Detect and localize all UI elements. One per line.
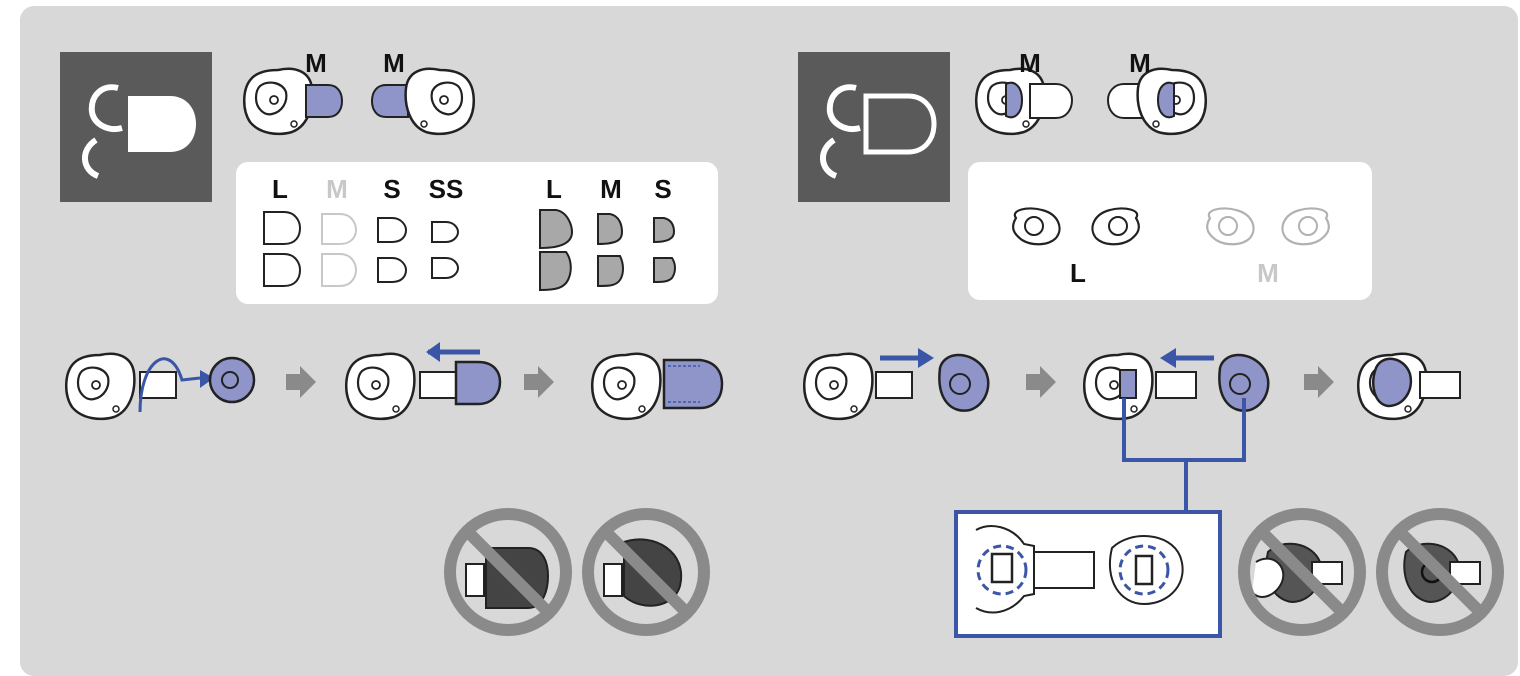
fin-alignment-detail [956, 512, 1220, 636]
size-label-foam-m: M [600, 174, 622, 204]
size-label-silicone-ss: SS [429, 174, 464, 204]
earbud-with-fin-icon [798, 52, 950, 202]
prohibited-icon [1244, 514, 1360, 630]
size-label-silicone-s: S [383, 174, 400, 204]
right-top-label-1: M [1019, 48, 1041, 78]
right-top-label-2: M [1129, 48, 1151, 78]
fin-size-label-l: L [1070, 258, 1086, 288]
left-top-label-1: M [305, 48, 327, 78]
tip-size-chart: L M S SS L M S [236, 162, 718, 304]
prohibited-icon [450, 514, 566, 630]
size-label-foam-s: S [654, 174, 671, 204]
prohibited-icon [1382, 514, 1498, 630]
size-label-foam-l: L [546, 174, 562, 204]
size-label-silicone-m: M [326, 174, 348, 204]
fin-size-chart: L M [968, 162, 1372, 300]
prohibited-icon [588, 514, 704, 630]
earbud-with-tip-icon [60, 52, 212, 202]
size-label-silicone-l: L [272, 174, 288, 204]
left-top-label-2: M [383, 48, 405, 78]
tip-blue-icon-1 [210, 358, 254, 402]
fin-size-label-m: M [1257, 258, 1279, 288]
